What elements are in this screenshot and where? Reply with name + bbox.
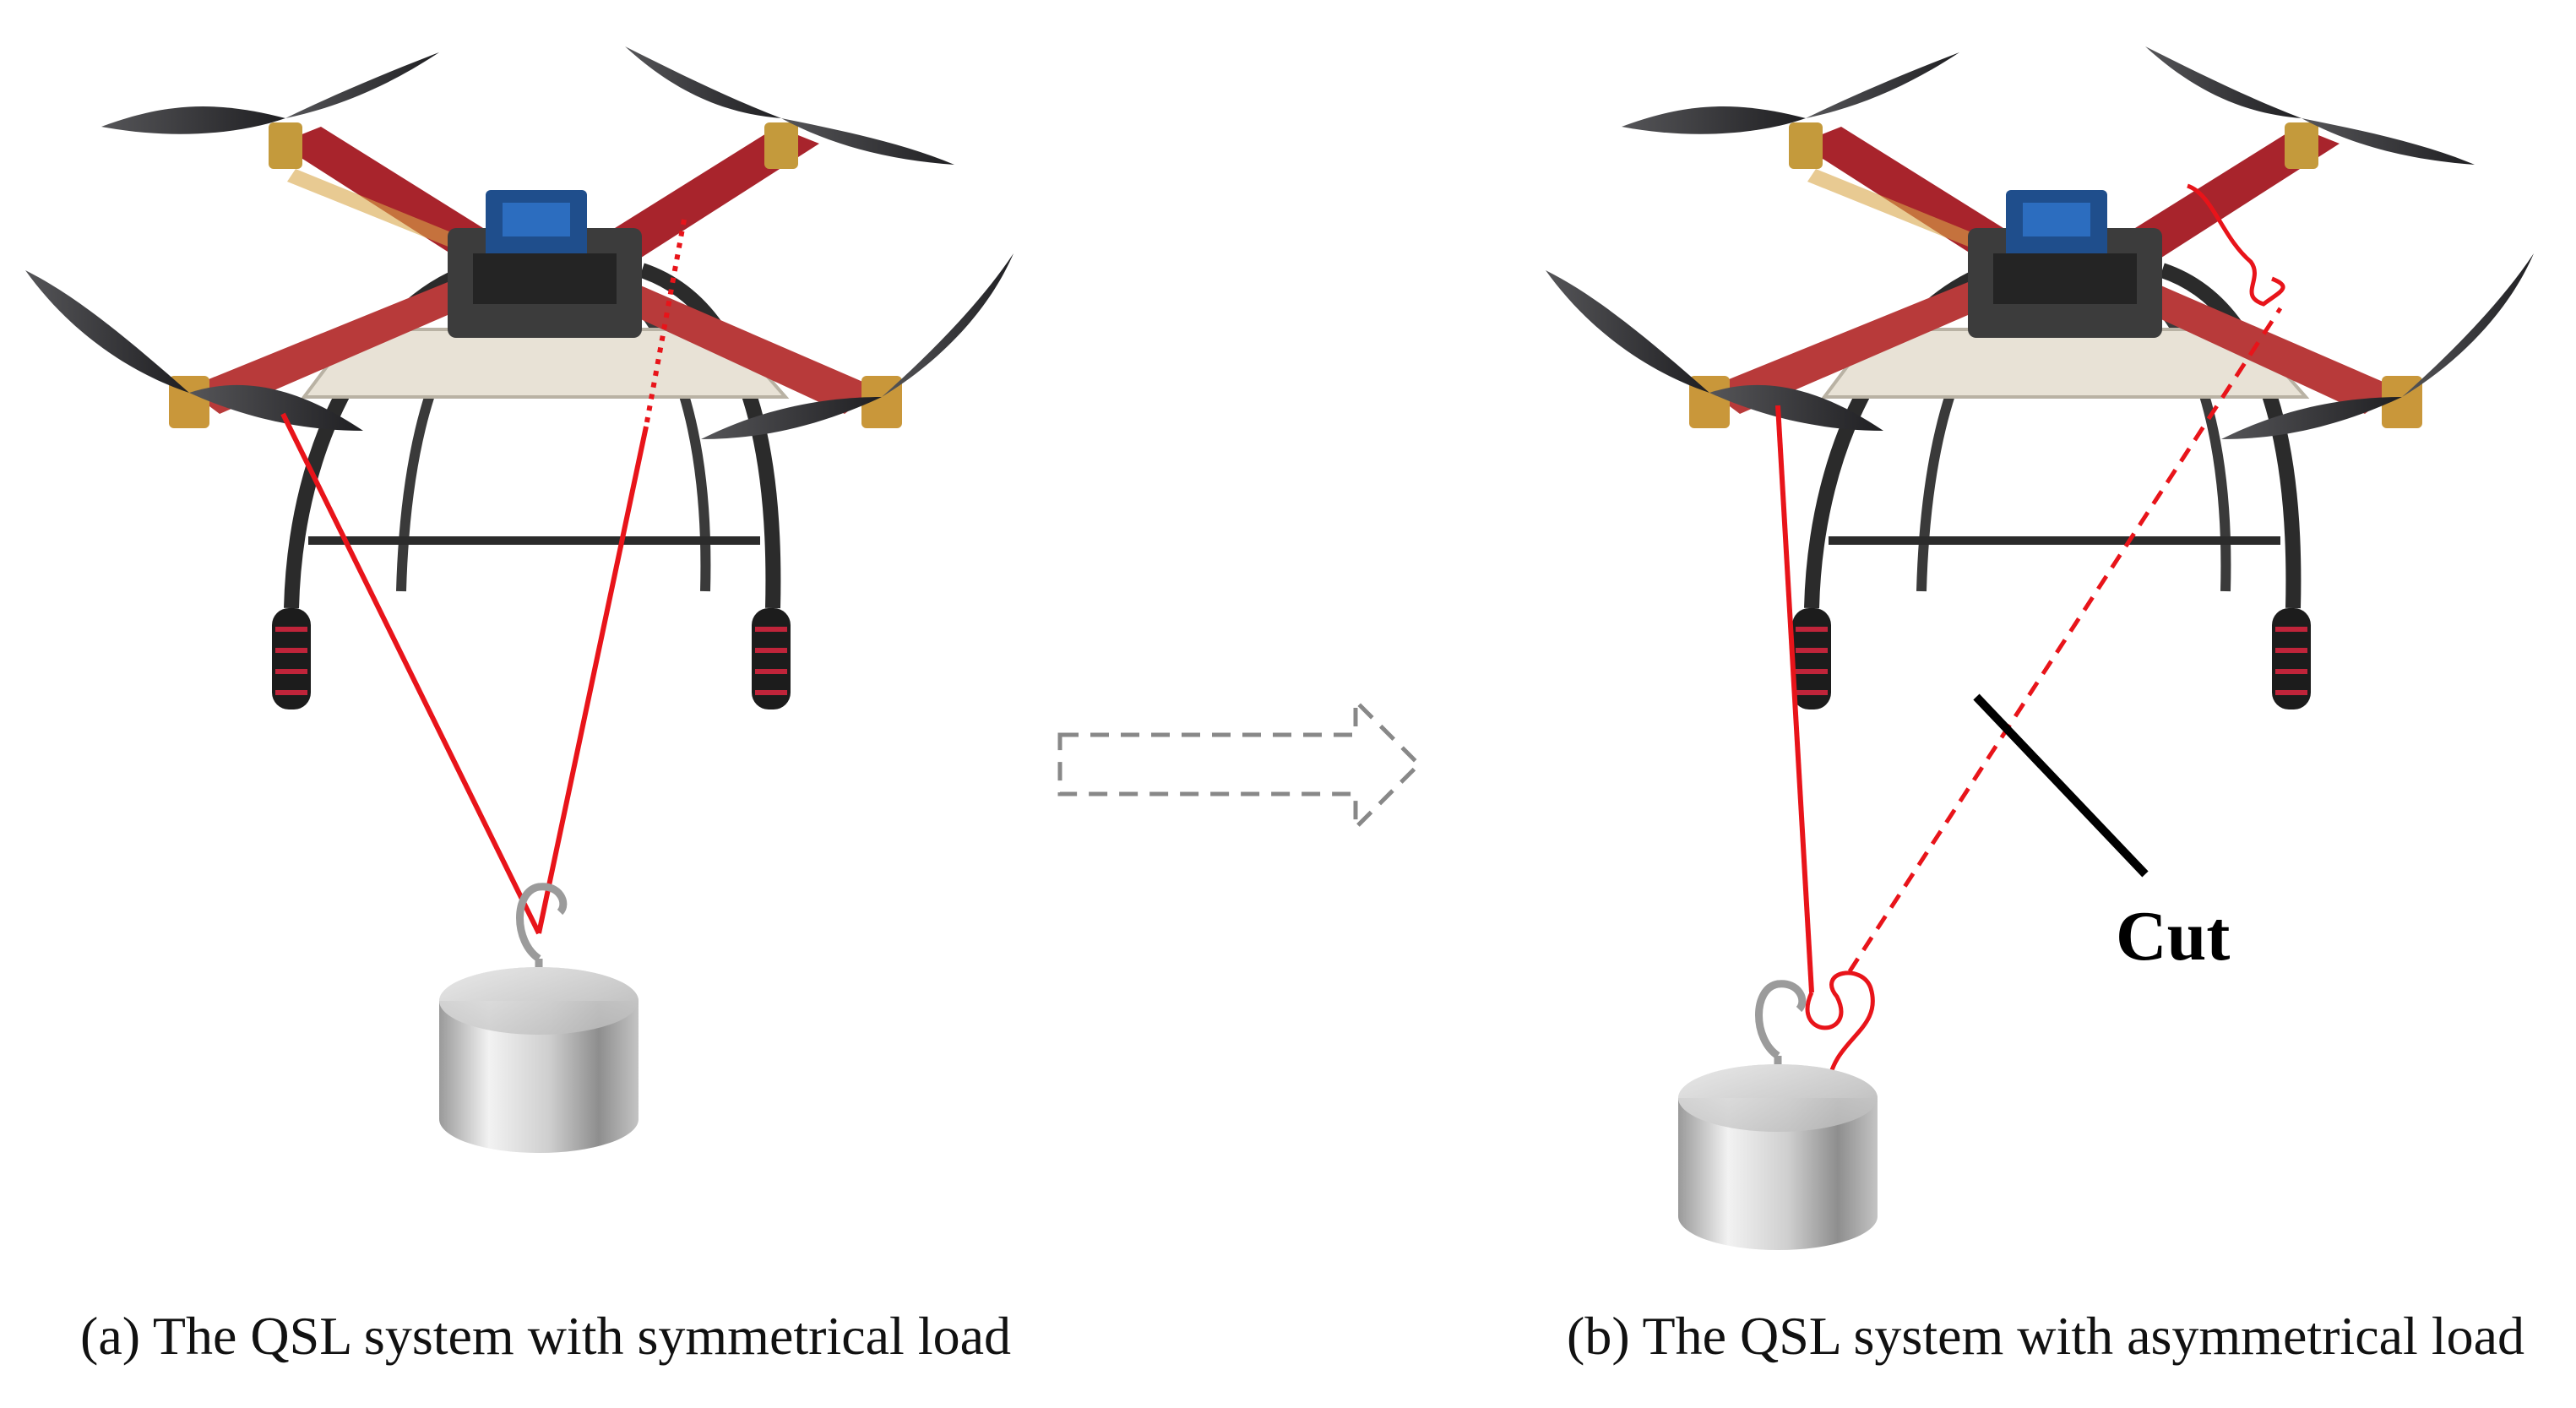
transition-arrow xyxy=(1057,695,1422,834)
cut-line xyxy=(1973,693,2149,878)
caption-a: (a) The QSL system with symmetrical load xyxy=(80,1306,1011,1366)
weight-b xyxy=(1678,984,1878,1250)
caption-b: (b) The QSL system with asymmetrical loa… xyxy=(1567,1306,2524,1366)
drone-b xyxy=(1546,46,2534,709)
rope-a xyxy=(280,219,687,935)
cut-label: Cut xyxy=(2116,897,2231,976)
rope-b xyxy=(1775,183,2285,1086)
drone-a xyxy=(25,46,1014,709)
